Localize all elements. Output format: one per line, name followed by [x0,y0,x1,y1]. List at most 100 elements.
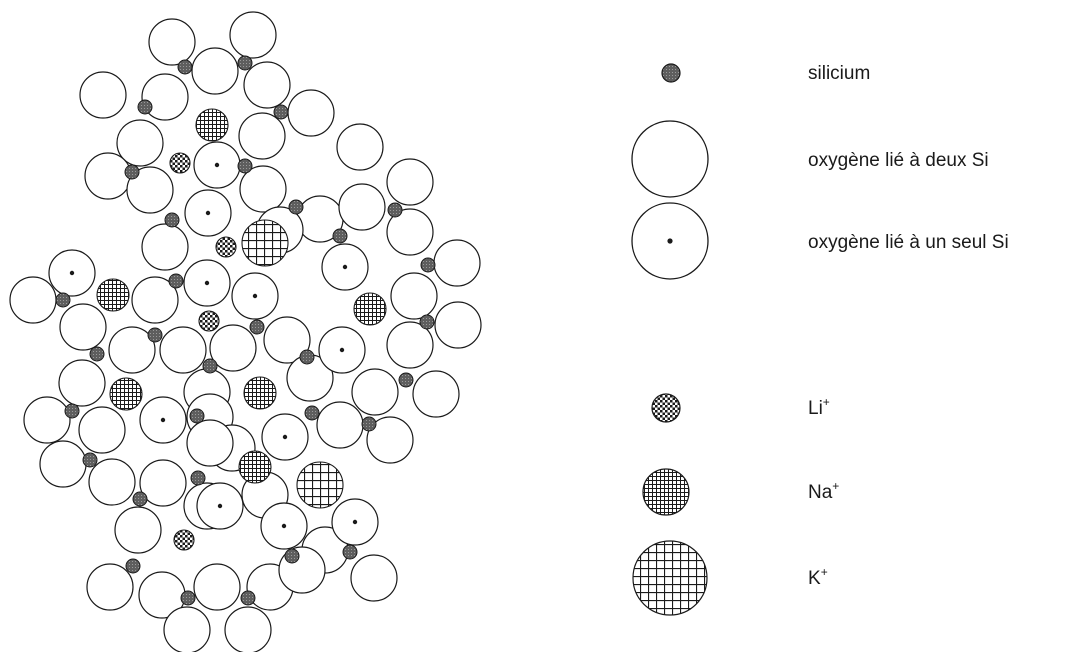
silicon-atom [342,544,358,560]
oxygen-bridging-atom [239,165,287,213]
silicon-atom [55,292,71,308]
oxygen-bridging-atom [390,272,438,320]
lithium-ion-atom [173,529,195,551]
oxygen-bridging-atom [434,301,482,349]
oxygen-bridging-atom [116,119,164,167]
sodium-ion-atom [195,108,229,142]
oxygen-bridging-atom [287,89,335,137]
silicon-atom [190,470,206,486]
legend-item-k: K+ [632,540,828,616]
oxygen-nonbridging-dot [352,519,358,525]
silicon-atom [237,158,253,174]
silicon-atom [419,314,435,330]
oxygen-bridging-atom [316,401,364,449]
silicon-atom [237,55,253,71]
silicon-atom [284,548,300,564]
oxygen-bridging-atom [39,440,87,488]
oxygen-nonbridging-dot [204,280,210,286]
silicon-atom [189,408,205,424]
silicon-atom [288,199,304,215]
silicon-atom [64,403,80,419]
oxygen-bridging-atom [366,416,414,464]
silicon-atom [177,59,193,75]
oxygen-bridging-atom [433,239,481,287]
silicon-atom [132,491,148,507]
oxygen-nonbridging-dot [342,264,348,270]
sodium-ion-icon [642,468,690,516]
oxygen-nonbridging-dot [205,210,211,216]
oxygen-bridging-atom [88,458,136,506]
silicon-atom [164,212,180,228]
oxygen-bridging-atom [131,276,179,324]
lithium-ion-icon [651,393,681,423]
oxygen-bridging-atom [108,326,156,374]
legend-label-oxygen-bridging: oxygène lié à deux Si [808,150,989,171]
silicon-atom [202,358,218,374]
lithium-ion-atom [169,152,191,174]
oxygen-bridging-atom [114,506,162,554]
oxygen-bridging-atom [59,303,107,351]
silicon-atom [82,452,98,468]
oxygen-bridging-atom [126,166,174,214]
lithium-ion-atom [215,236,237,258]
legend-item-silicon: silicium [661,63,870,84]
silicon-atom [147,327,163,343]
oxygen-nonbridging-dot [252,293,258,299]
oxygen-bridging-icon [631,120,709,198]
silicon-atom [168,273,184,289]
oxygen-nonbridging-dot [217,503,223,509]
oxygen-bridging-atom [86,563,134,611]
oxygen-bridging-atom [141,223,189,271]
legend-item-oxygen-bridging: oxygène lié à deux Si [631,120,989,198]
oxygen-bridging-atom [193,563,241,611]
oxygen-bridging-atom [23,396,71,444]
oxygen-bridging-atom [141,73,189,121]
oxygen-bridging-atom [336,123,384,171]
legend-label-li: Li+ [808,395,830,419]
oxygen-nonbridging-dot [667,238,673,244]
silicon-atom [387,202,403,218]
silicon-atom [124,164,140,180]
oxygen-bridging-atom [209,324,257,372]
silicate-network [9,11,482,652]
silicon-atom [89,346,105,362]
potassium-ion-icon [632,540,708,616]
silicon-atom [273,104,289,120]
oxygen-nonbridging-dot [160,417,166,423]
sodium-ion-atom [243,376,277,410]
oxygen-nonbridging-dot [214,162,220,168]
silicon-atom [420,257,436,273]
sodium-ion-atom [353,292,387,326]
legend-label-silicon: silicium [808,63,870,84]
legend-item-oxygen-nonbridging: oxygène lié à un seul Si [631,202,1009,280]
potassium-ion-atom [296,461,344,509]
sodium-ion-atom [238,450,272,484]
legend-label-na: Na+ [808,479,839,503]
sodium-ion-atom [96,278,130,312]
oxygen-bridging-atom [84,152,132,200]
silicon-atom [137,99,153,115]
oxygen-bridging-atom [58,359,106,407]
oxygen-nonbridging-dot [282,434,288,440]
silicon-atom-icon [661,63,681,83]
silicon-atom [180,590,196,606]
oxygen-bridging-atom [78,406,126,454]
oxygen-nonbridging-dot [69,270,75,276]
silicon-atom [361,416,377,432]
silicon-atom [332,228,348,244]
legend-label-oxygen-nonbridging: oxygène lié à un seul Si [808,232,1009,253]
oxygen-bridging-atom [224,606,272,652]
legend-item-na: Na+ [642,468,839,516]
oxygen-bridging-atom [159,326,207,374]
oxygen-bridging-atom [79,71,127,119]
oxygen-bridging-atom [191,47,239,95]
silicon-atom [304,405,320,421]
oxygen-bridging-atom [238,112,286,160]
oxygen-bridging-atom [386,158,434,206]
oxygen-nonbridging-dot [281,523,287,529]
silicon-atom [299,349,315,365]
oxygen-bridging-atom [186,419,234,467]
oxygen-nonbridging-dot [339,347,345,353]
silicon-atom [125,558,141,574]
